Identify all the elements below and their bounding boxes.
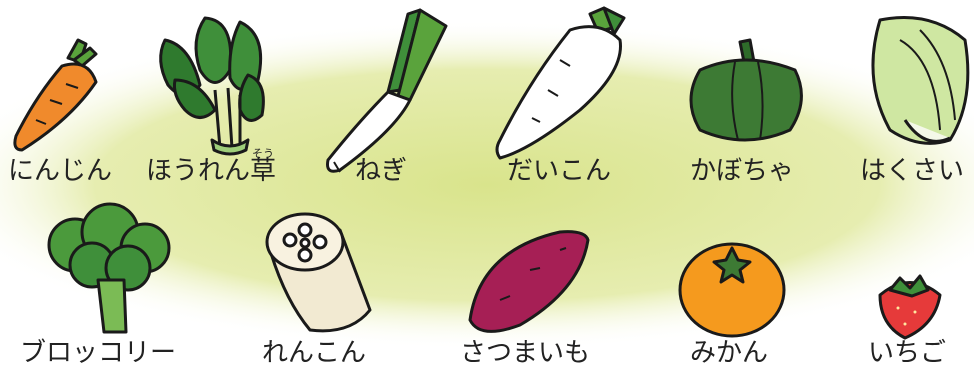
lotus-root-icon xyxy=(265,212,372,333)
broccoli-icon xyxy=(47,202,171,334)
spinach-ruby: そう xyxy=(252,147,274,160)
lotus-root-label: れんこん xyxy=(262,338,367,368)
carrot-icon xyxy=(13,38,98,152)
chinese-cabbage-icon xyxy=(871,16,970,145)
strawberry-label: いちご xyxy=(868,338,947,368)
daikon-icon xyxy=(495,6,626,160)
daikon-label: だいこん xyxy=(507,156,612,186)
carrot-label: にんじん xyxy=(8,156,113,186)
mandarin-label: みかん xyxy=(690,338,769,368)
pumpkin-icon xyxy=(689,38,803,142)
broccoli-label: ブロッコリー xyxy=(20,338,177,368)
pumpkin-label: かぼちゃ xyxy=(690,156,795,186)
mandarin-icon xyxy=(678,242,786,338)
spinach-icon xyxy=(159,16,265,156)
green-onion-icon xyxy=(326,8,448,173)
sweet-potato-icon xyxy=(468,230,590,333)
spinach-label: ほうれん草 xyxy=(146,156,277,186)
strawberry-icon xyxy=(878,274,942,340)
green-onion-label: ねぎ xyxy=(355,156,408,186)
chinese-cabbage-label: はくさい xyxy=(860,156,965,186)
sweet-potato-label: さつまいも xyxy=(460,338,591,368)
